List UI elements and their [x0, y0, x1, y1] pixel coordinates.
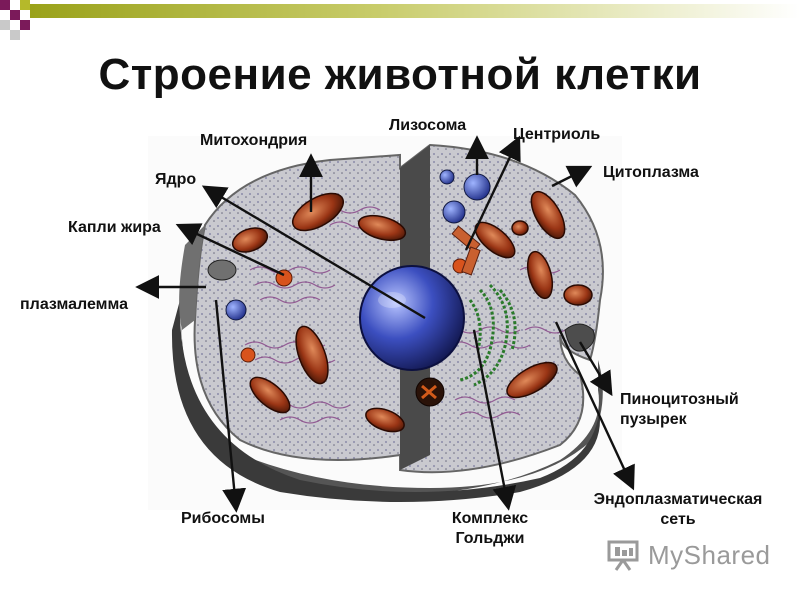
pinocytic-vesicle	[564, 323, 595, 352]
label-mitochondria: Митохондрия	[200, 132, 308, 149]
slide-header-bar	[0, 0, 800, 40]
slide-title: Строение животной клетки	[98, 50, 702, 99]
label-ribosomes: Рибосомы	[181, 510, 265, 527]
label-endoplasmic-reticulum: Эндоплазматическая сеть	[572, 490, 784, 530]
gray-fat-drop	[207, 259, 237, 281]
myshared-logo: MyShared	[606, 538, 771, 572]
label-pinocytic-vesicle: Пиноцитозный пузырек	[620, 390, 739, 430]
arrow-cytoplasm	[551, 165, 593, 188]
lysosomes	[225, 169, 491, 321]
golgi-complex	[459, 283, 517, 387]
logo-text: MyShared	[648, 539, 771, 570]
label-lysosome: Лизосома	[389, 117, 467, 134]
label-golgi-line2: Гольджи	[455, 530, 525, 547]
label-plasmalemma: плазмалемма	[20, 296, 128, 313]
label-fat-drops: Капли жира	[68, 219, 161, 236]
label-golgi-complex: Комплекс Гольджи	[438, 509, 542, 549]
presentation-board-icon	[607, 540, 639, 571]
arrow-nucleus	[201, 185, 426, 320]
label-pinocytic-line1: Пиноцитозный	[620, 391, 739, 408]
label-nucleus: Ядро	[155, 171, 197, 188]
label-pinocytic-line2: пузырек	[620, 411, 687, 428]
arrow-fat-drops	[175, 223, 285, 277]
label-centriole: Центриоль	[513, 126, 601, 143]
label-golgi-line1: Комплекс	[451, 510, 529, 527]
centrioles	[451, 225, 481, 276]
arrow-golgi	[472, 329, 517, 511]
arrow-er	[554, 321, 635, 491]
arrow-centriole	[464, 135, 521, 251]
arrow-ribosomes	[214, 299, 247, 513]
label-er-line1: Эндоплазматическая	[593, 491, 763, 508]
nucleus	[359, 265, 465, 371]
label-cytoplasm: Цитоплазма	[603, 164, 699, 181]
label-arrows	[135, 135, 635, 513]
label-er-line2: сеть	[660, 511, 696, 528]
mitochondria-group	[231, 190, 593, 433]
arrow-pinocytic	[578, 341, 613, 397]
